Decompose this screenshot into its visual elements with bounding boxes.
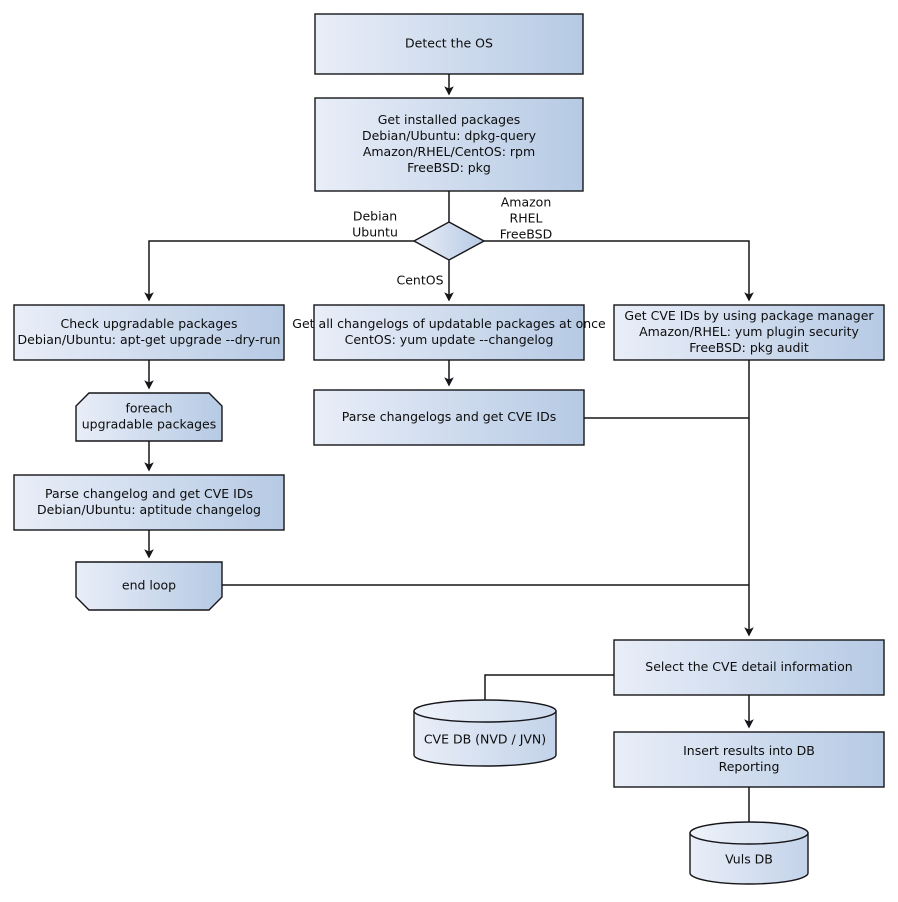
label-debian-ubuntu-line-2: Ubuntu	[352, 225, 398, 240]
node-parse-changelogs-middle[interactable]: Parse changelogs and get CVE IDs	[313, 389, 585, 446]
edge-label-label-centos: CentOS	[396, 273, 443, 288]
node-label-detect-os-line-1: Detect the OS	[405, 36, 493, 51]
node-label-parse-changelog-left-line-2: Debian/Ubuntu: aptitude changelog	[37, 502, 261, 517]
node-shape-rect	[13, 474, 285, 531]
node-label-parse-changelogs-middle-line-1: Parse changelogs and get CVE IDs	[342, 409, 556, 424]
node-label-vuls-db-line-1: Vuls DB	[725, 852, 773, 867]
node-shape-rect	[613, 304, 885, 361]
label-debian-ubuntu-line-1: Debian	[353, 209, 397, 224]
node-get-cve-ids-package-manager[interactable]: Get CVE IDs by using package managerAmaz…	[613, 304, 885, 361]
node-shape-rect	[314, 97, 584, 192]
node-shape-rect	[613, 731, 885, 788]
node-shape-cylinder-body	[689, 832, 809, 885]
node-label-end-loop-line-1: end loop	[122, 578, 176, 593]
node-shape-rect	[313, 389, 585, 446]
node-shape-cylinder-top	[689, 821, 809, 845]
node-os-decision[interactable]	[412, 221, 486, 261]
node-cve-db[interactable]: CVE DB (NVD / JVN)	[413, 699, 557, 767]
node-shape-rect	[613, 639, 885, 696]
node-shape-rect	[313, 304, 585, 361]
label-amazon-rhel-freebsd-line-3: FreeBSD	[500, 227, 552, 242]
node-shape-rect	[13, 304, 285, 361]
label-amazon-rhel-freebsd-line-2: RHEL	[510, 211, 543, 226]
node-shape-cylinder-body	[413, 710, 557, 767]
node-shape-cylinder-top	[413, 699, 557, 723]
node-label-check-upgradable-packages-line-2: Debian/Ubuntu: apt-get upgrade --dry-run	[18, 332, 281, 347]
label-centos-line-1: CentOS	[396, 273, 443, 288]
node-check-upgradable-packages[interactable]: Check upgradable packagesDebian/Ubuntu: …	[13, 304, 285, 361]
node-label-insert-results-into-db-line-2: Reporting	[719, 759, 780, 774]
node-shape-diamond	[412, 221, 486, 261]
node-shape-rect	[314, 13, 584, 75]
node-label-get-installed-packages-line-1: Get installed packages	[378, 112, 521, 127]
label-amazon-rhel-freebsd-line-1: Amazon	[501, 195, 552, 210]
node-label-check-upgradable-packages-line-1: Check upgradable packages	[61, 316, 238, 331]
node-label-foreach-loop-start-line-1: foreach	[125, 401, 172, 416]
node-label-get-cve-ids-package-manager-line-1: Get CVE IDs by using package manager	[624, 308, 874, 323]
node-label-get-installed-packages-line-3: Amazon/RHEL/CentOS: rpm	[363, 144, 535, 159]
node-shape-loop-end	[75, 561, 223, 611]
node-label-get-all-changelogs-line-1: Get all changelogs of updatable packages…	[292, 316, 606, 331]
node-label-get-installed-packages-line-2: Debian/Ubuntu: dpkg-query	[362, 128, 537, 143]
node-label-get-cve-ids-package-manager-line-2: Amazon/RHEL: yum plugin security	[639, 324, 859, 339]
node-label-get-all-changelogs-line-2: CentOS: yum update --changelog	[345, 332, 554, 347]
node-get-all-changelogs[interactable]: Get all changelogs of updatable packages…	[292, 304, 606, 361]
node-label-get-cve-ids-package-manager-line-3: FreeBSD: pkg audit	[689, 340, 809, 355]
node-label-select-cve-detail-line-1: Select the CVE detail information	[645, 659, 852, 674]
node-select-cve-detail[interactable]: Select the CVE detail information	[613, 639, 885, 696]
node-label-insert-results-into-db-line-1: Insert results into DB	[683, 743, 815, 758]
node-label-cve-db-line-1: CVE DB (NVD / JVN)	[424, 732, 546, 747]
connector-decision-to-right	[484, 240, 754, 302]
node-vuls-db[interactable]: Vuls DB	[689, 821, 809, 885]
connector-decision-to-left	[144, 240, 414, 302]
node-parse-changelog-left[interactable]: Parse changelog and get CVE IDsDebian/Ub…	[13, 474, 285, 531]
node-shape-loop-start	[75, 392, 223, 442]
node-detect-os[interactable]: Detect the OS	[314, 13, 584, 75]
node-label-get-installed-packages-line-4: FreeBSD: pkg	[407, 160, 491, 175]
node-end-loop[interactable]: end loop	[75, 561, 223, 611]
node-label-parse-changelog-left-line-1: Parse changelog and get CVE IDs	[45, 486, 253, 501]
node-label-foreach-loop-start-line-2: upgradable packages	[82, 417, 217, 432]
